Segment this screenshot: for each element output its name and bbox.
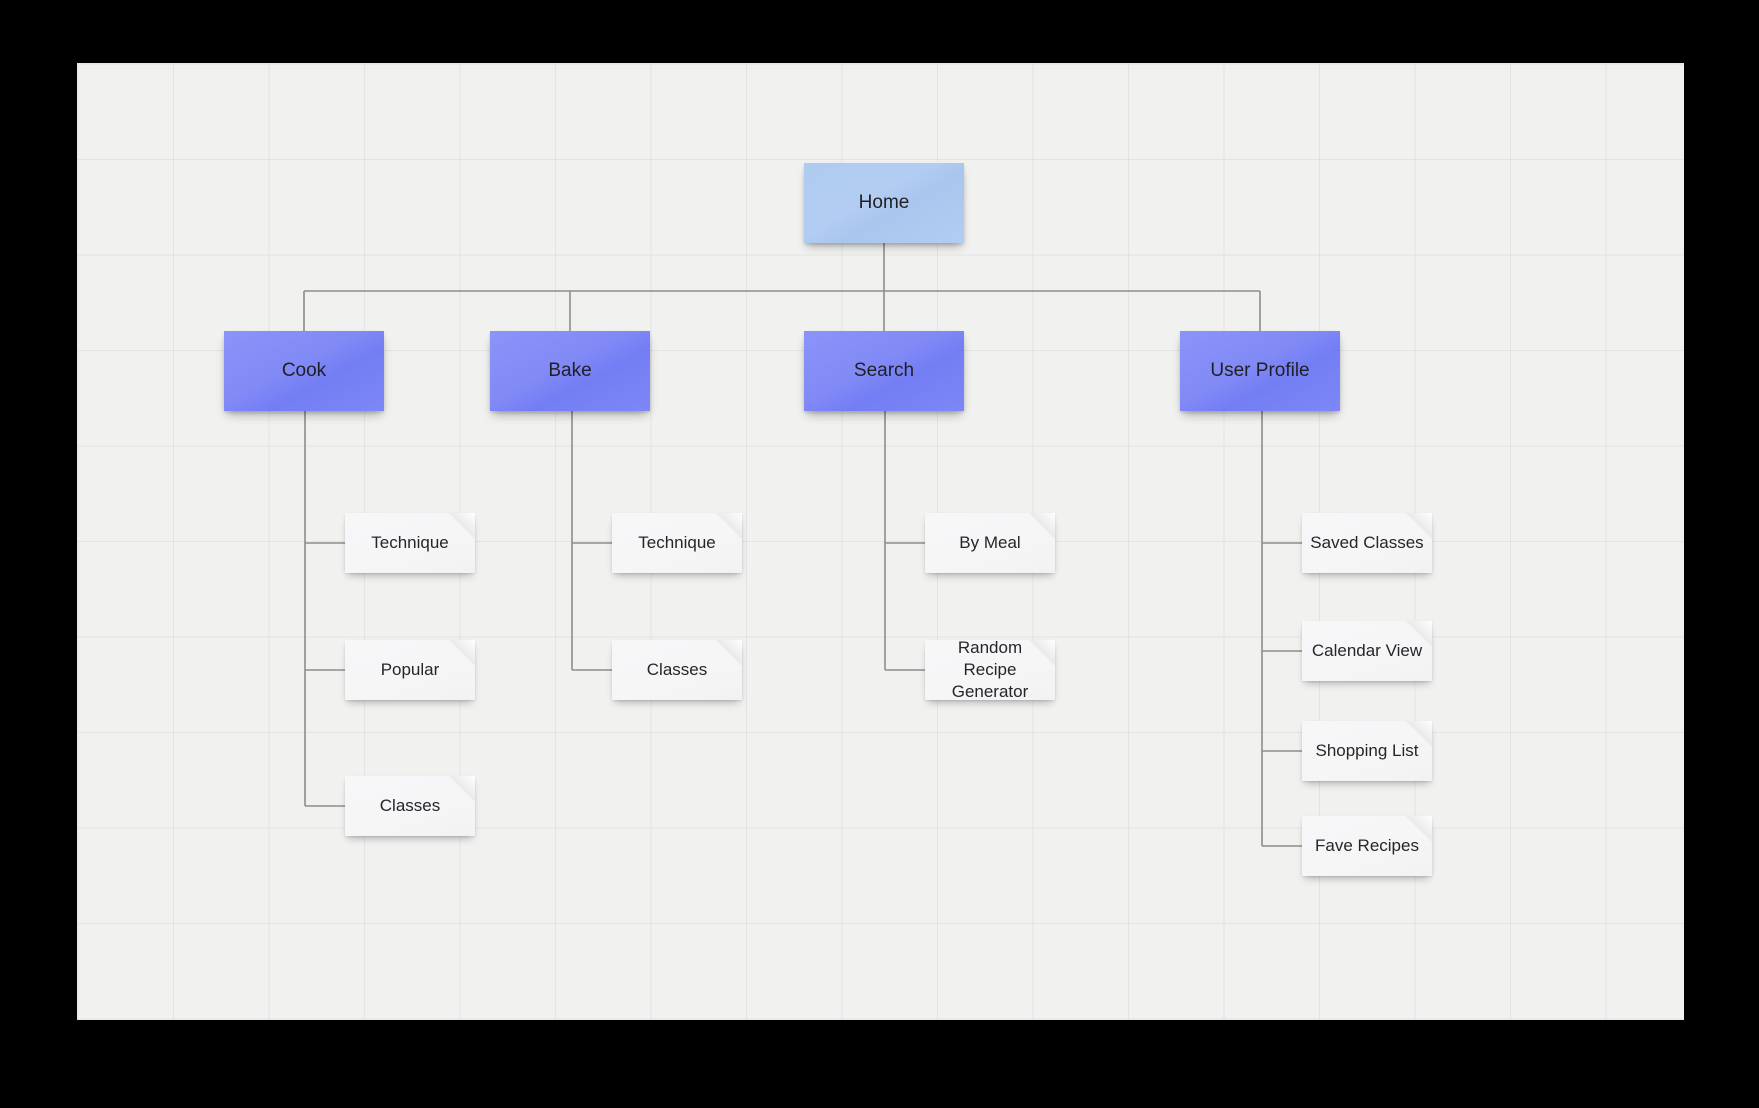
node-label: Classes (379, 796, 441, 816)
node-cook[interactable]: Cook (224, 331, 384, 411)
node-label: Random Recipe Generator (951, 638, 1029, 701)
node-user-profile[interactable]: User Profile (1180, 331, 1340, 411)
node-home[interactable]: Home (804, 163, 964, 243)
node-bake[interactable]: Bake (490, 331, 650, 411)
node-search-by-meal[interactable]: By Meal (925, 513, 1055, 573)
node-label: Search (853, 359, 915, 381)
node-label: Technique (638, 533, 716, 553)
node-label: Saved Classes (1310, 533, 1424, 553)
node-label: By Meal (959, 533, 1021, 553)
node-label: Fave Recipes (1315, 836, 1419, 856)
node-label: Home (858, 191, 910, 213)
node-search-random-recipe-generator[interactable]: Random Recipe Generator (925, 638, 1055, 701)
connector-layer (303, 243, 1302, 847)
node-label: User Profile (1210, 359, 1310, 381)
node-search[interactable]: Search (804, 331, 964, 411)
node-label: Classes (646, 660, 708, 680)
node-user-shopping-list[interactable]: Shopping List (1302, 721, 1432, 781)
node-user-saved-classes[interactable]: Saved Classes (1302, 513, 1432, 573)
node-user-fave-recipes[interactable]: Fave Recipes (1302, 816, 1432, 876)
node-cook-technique[interactable]: Technique (345, 513, 475, 573)
node-label: Bake (548, 359, 592, 381)
node-cook-classes[interactable]: Classes (345, 776, 475, 836)
node-label: Technique (371, 533, 449, 553)
node-label: Cook (281, 359, 327, 381)
node-label: Popular (380, 660, 440, 680)
node-bake-technique[interactable]: Technique (612, 513, 742, 573)
node-label: Shopping List (1315, 741, 1419, 761)
node-label: Calendar View (1311, 641, 1423, 661)
diagram-canvas[interactable]: Home Cook Bake Search User Profile Techn… (77, 63, 1684, 1020)
node-cook-popular[interactable]: Popular (345, 640, 475, 700)
node-user-calendar-view[interactable]: Calendar View (1302, 621, 1432, 681)
node-bake-classes[interactable]: Classes (612, 640, 742, 700)
